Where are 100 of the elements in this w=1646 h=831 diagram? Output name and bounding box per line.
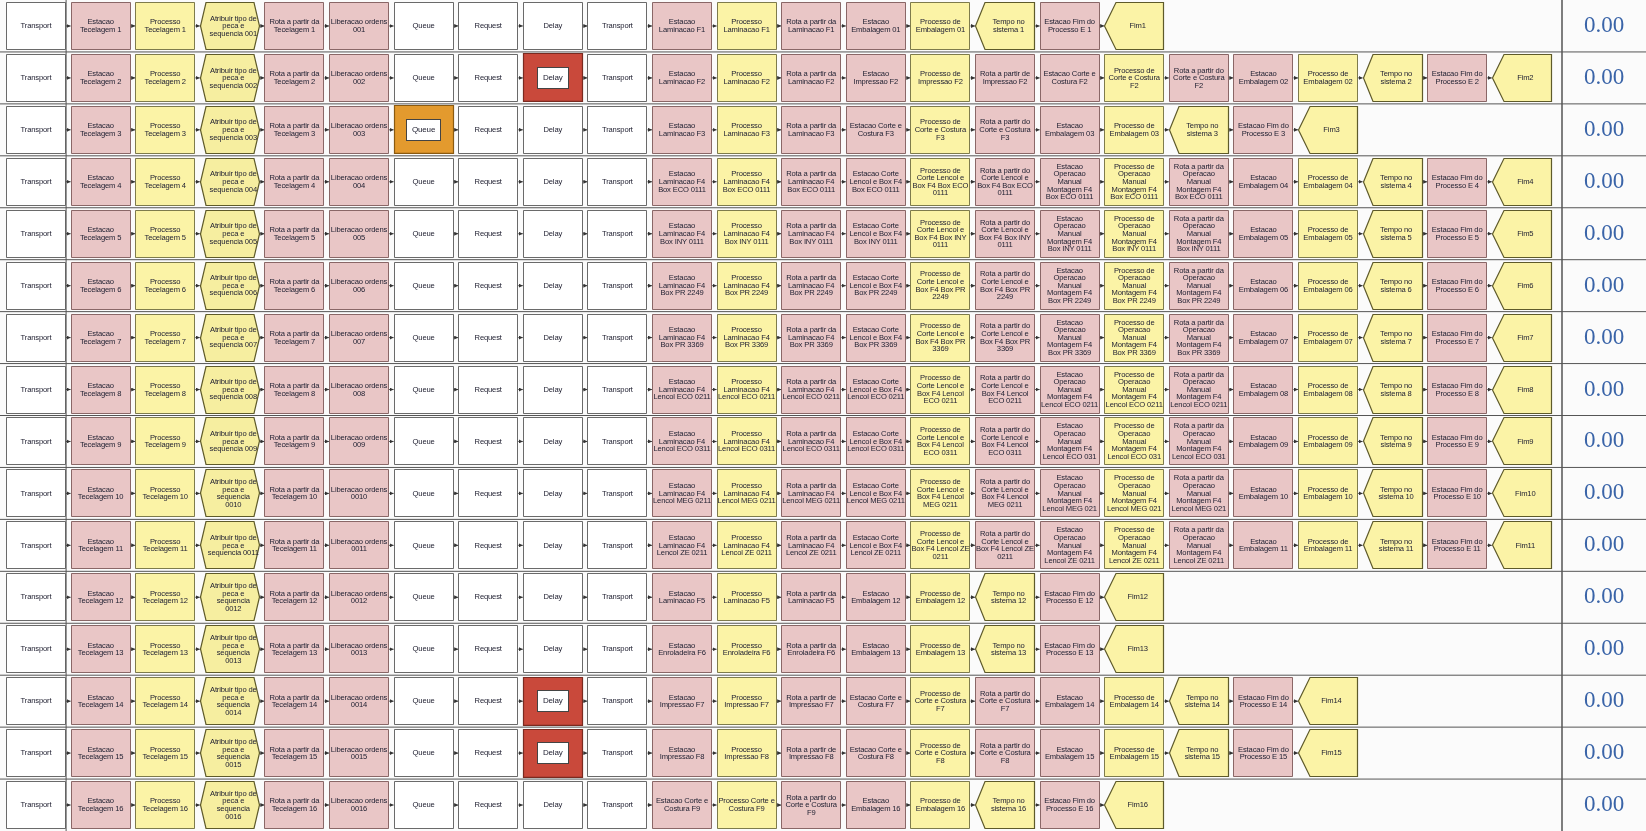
connector-arrow [582,23,588,28]
connector-arrow [194,595,201,600]
process-box [1104,209,1165,258]
record-pentagon [1362,365,1423,414]
module-box [6,729,66,778]
connector-arrow [259,491,265,496]
module-box [587,53,648,102]
connector-arrow [1099,647,1105,652]
connector-arrow [1293,751,1299,756]
connector-arrow [776,491,782,496]
connector-arrow [1163,335,1170,340]
connector-arrow [1228,439,1234,444]
connector-arrow [582,231,588,236]
connector-arrow [259,595,265,600]
connector-arrow [1357,439,1363,444]
connector-arrow [259,387,265,392]
connector-arrow [582,491,588,496]
connector-arrow [1422,179,1428,184]
connector-arrow [1293,543,1299,548]
process-box [910,1,971,50]
connector-arrow [776,23,782,28]
connector-arrow [970,751,976,756]
connector-arrow [840,595,847,600]
module-box [587,157,648,206]
connector-arrow [776,751,782,756]
connector-arrow [905,127,911,132]
connector-arrow [130,439,136,444]
assign-hexagon [199,105,260,154]
station-box [1039,53,1100,102]
station-box [1233,105,1294,154]
connector-arrow [130,803,136,808]
station-box [329,625,389,674]
process-box [716,157,777,206]
dispose-shape [1298,677,1358,726]
station-box [845,729,906,778]
connector-arrow [970,335,976,340]
station-box [845,313,906,362]
station-box [264,521,325,570]
process-box [910,573,971,622]
value-readout: 0.00 [1582,739,1626,766]
process-box [135,157,196,206]
connector-arrow [647,387,653,392]
process-box [716,261,777,310]
connector-arrow [970,647,976,652]
connector-arrow [840,179,847,184]
station-box [1233,729,1294,778]
connector-arrow [194,647,201,652]
connector-arrow [259,543,265,548]
connector-arrow [388,23,394,28]
connector-arrow [1357,283,1363,288]
connector-arrow [1163,283,1170,288]
connector-arrow [324,231,330,236]
connector-arrow [324,75,330,80]
record-pentagon [1362,53,1423,102]
connector-arrow [453,595,459,600]
connector-arrow [1422,283,1428,288]
connector-arrow [840,439,847,444]
station-box [329,781,389,830]
connector-arrow [130,75,136,80]
module-box [393,677,454,726]
connector-arrow [194,439,201,444]
station-box [781,157,842,206]
station-box [652,365,712,414]
station-box [652,781,712,830]
connector-arrow [1034,283,1040,288]
station-box [329,573,389,622]
dispose-shape [1491,365,1552,414]
module-box [458,313,519,362]
process-box [910,209,971,258]
connector-arrow [130,179,136,184]
dispose-shape [1491,469,1552,518]
station-box [1233,365,1294,414]
connector-arrow [194,75,201,80]
process-box [135,105,196,154]
connector-arrow [194,179,201,184]
station-box [781,521,842,570]
dispose-shape [1104,781,1165,830]
connector-arrow [453,231,459,236]
connector-arrow [970,283,976,288]
station-box [975,313,1035,362]
assign-hexagon [199,1,260,50]
connector-arrow [1486,387,1493,392]
connector-arrow [1486,491,1493,496]
connector-arrow [905,699,911,704]
record-pentagon [1362,157,1423,206]
station-box [1039,573,1100,622]
connector-arrow [1099,439,1105,444]
connector-arrow [1486,335,1493,340]
connector-arrow [517,803,524,808]
connector-arrow [1486,439,1493,444]
station-box [975,521,1035,570]
station-box [652,729,712,778]
process-box [135,261,196,310]
station-box [1427,53,1488,102]
station-box [1233,157,1294,206]
connector-arrow [324,439,330,444]
connector-arrow [711,335,717,340]
station-box [1168,53,1229,102]
station-box [70,729,131,778]
connector-arrow [776,699,782,704]
